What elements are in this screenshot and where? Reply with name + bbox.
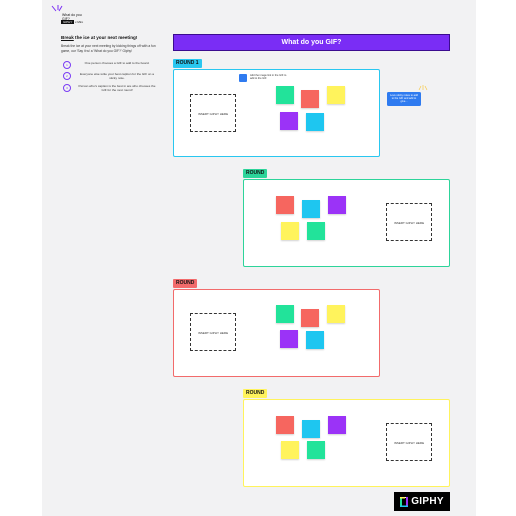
sticky-note-purple[interactable] xyxy=(280,330,298,348)
logo-title: What do you GIF? xyxy=(62,13,92,21)
sticky-note-cyan[interactable] xyxy=(306,331,324,349)
round-4-tag[interactable]: ROUND 4 xyxy=(243,389,268,403)
sticky-note-red[interactable] xyxy=(276,416,294,434)
gif-placeholder[interactable]: INSERT GIPHY HERE xyxy=(386,203,432,241)
pointer-icon: 1 xyxy=(63,61,71,69)
intro-title-highlight: Break xyxy=(61,35,74,40)
round-label: ROUND xyxy=(246,390,265,396)
gif-placeholder[interactable]: INSERT GIPHY HERE xyxy=(386,423,432,461)
sticky-note-red[interactable] xyxy=(301,309,319,327)
round-label: ROUND xyxy=(176,280,195,286)
sticky-note-red[interactable] xyxy=(301,90,319,108)
app-logo: What do you GIF? xyxy=(50,4,90,28)
sticky-note-purple[interactable] xyxy=(280,112,298,130)
sticky-note-green[interactable] xyxy=(276,86,294,104)
round-number: 1 xyxy=(195,60,199,66)
round-1-tag[interactable]: ROUND 1 xyxy=(173,59,202,68)
intro-title: Break the ice at your next meeting! xyxy=(61,35,161,40)
step-text: One person chooses a GIF to add to the b… xyxy=(84,61,150,65)
step-text: Everyone else write your best caption fo… xyxy=(80,72,154,80)
step-3: 3 Person who's caption is the best in ar… xyxy=(63,84,157,92)
comment-text: Add the image link in the GIF to add to … xyxy=(250,74,287,81)
gif-placeholder[interactable]: INSERT GIPHY HERE xyxy=(190,94,236,132)
giphy-logo: GIPHY xyxy=(394,492,450,511)
comment-icon[interactable] xyxy=(239,74,247,82)
sticky-note-cyan[interactable] xyxy=(306,113,324,131)
sticky-note-cyan[interactable] xyxy=(302,200,320,218)
sticky-note-purple[interactable] xyxy=(328,416,346,434)
logo-line1: What do you xyxy=(62,13,82,17)
sticky-note-cyan[interactable] xyxy=(302,420,320,438)
sticky-note-red[interactable] xyxy=(276,196,294,214)
sticky-note-yellow[interactable] xyxy=(327,86,345,104)
sticky-note-yellow[interactable] xyxy=(327,305,345,323)
intro-description: Break the ice at your next meeting by ki… xyxy=(61,44,156,53)
round-label: ROUND xyxy=(246,170,265,176)
round-3-tag[interactable]: ROUND 3 xyxy=(173,279,198,293)
gif-placeholder[interactable]: INSERT GIPHY HERE xyxy=(190,313,236,351)
intro-title-rest: the ice at your next meeting! xyxy=(73,35,138,40)
round-2-tag[interactable]: ROUND 2 xyxy=(243,169,268,183)
sparkle-icon xyxy=(418,85,428,91)
logo-badge-miro: x Miro xyxy=(75,20,84,24)
logo-badge: GIPHY xyxy=(61,20,75,24)
trophy-icon: 3 xyxy=(63,84,71,92)
sticky-note-green[interactable] xyxy=(276,305,294,323)
step-2: 2 Everyone else write your best caption … xyxy=(63,72,157,80)
instruction-note[interactable]: Love sticky notes to add to the GIF and … xyxy=(387,92,421,106)
logo-line2: GIF? xyxy=(62,17,70,21)
sticky-note-purple[interactable] xyxy=(328,196,346,214)
sticky-note-yellow[interactable] xyxy=(281,441,299,459)
lightbulb-icon: 2 xyxy=(63,72,71,80)
giphy-brand-icon xyxy=(400,496,409,507)
sticky-note-green[interactable] xyxy=(307,441,325,459)
round-label: ROUND xyxy=(176,60,195,66)
sticky-note-yellow[interactable] xyxy=(281,222,299,240)
step-text: Person who's caption is the best in are … xyxy=(78,84,156,92)
sticky-note-green[interactable] xyxy=(307,222,325,240)
sparkle-icon xyxy=(51,5,63,12)
giphy-wordmark: GIPHY xyxy=(411,496,444,507)
board-title-banner[interactable]: What do you GIF? xyxy=(173,34,450,51)
step-1: 1 One person chooses a GIF to add to the… xyxy=(63,61,157,69)
